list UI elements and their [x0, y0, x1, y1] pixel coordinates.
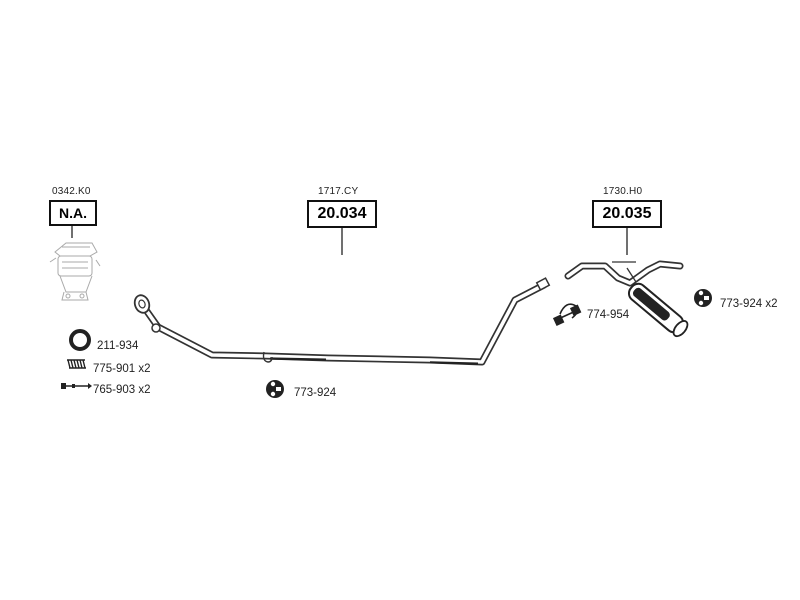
part-ref-pipe: 1717.CY [318, 186, 359, 197]
part-code-catalyst: N.A. [49, 200, 97, 226]
gasket-label: 211-934 [97, 340, 139, 352]
middle-pipe-illustration [133, 277, 551, 366]
spring-label: 775-901 x2 [93, 363, 151, 375]
bolt-label: 765-903 x2 [93, 384, 151, 396]
clamp-label: 774-954 [587, 309, 630, 321]
part-ref-silencer: 1730.H0 [603, 186, 643, 197]
part-code-pipe: 20.034 [307, 200, 377, 228]
bolt-icon [61, 383, 92, 389]
part-ref-catalyst: 0342.K0 [52, 186, 91, 197]
part-code-silencer: 20.035 [592, 200, 662, 228]
spring-icon [67, 359, 86, 369]
rubber-hanger-icon [266, 380, 284, 398]
rear-silencer-illustration [564, 260, 689, 338]
rubber-hanger-rear-icon [694, 289, 712, 307]
hanger-rear-label: 773-924 x2 [720, 298, 778, 310]
hanger-mid-label: 773-924 [294, 387, 337, 399]
gasket-icon [69, 329, 91, 351]
clamp-icon [552, 303, 582, 326]
catalytic-converter-illustration [49, 242, 101, 301]
